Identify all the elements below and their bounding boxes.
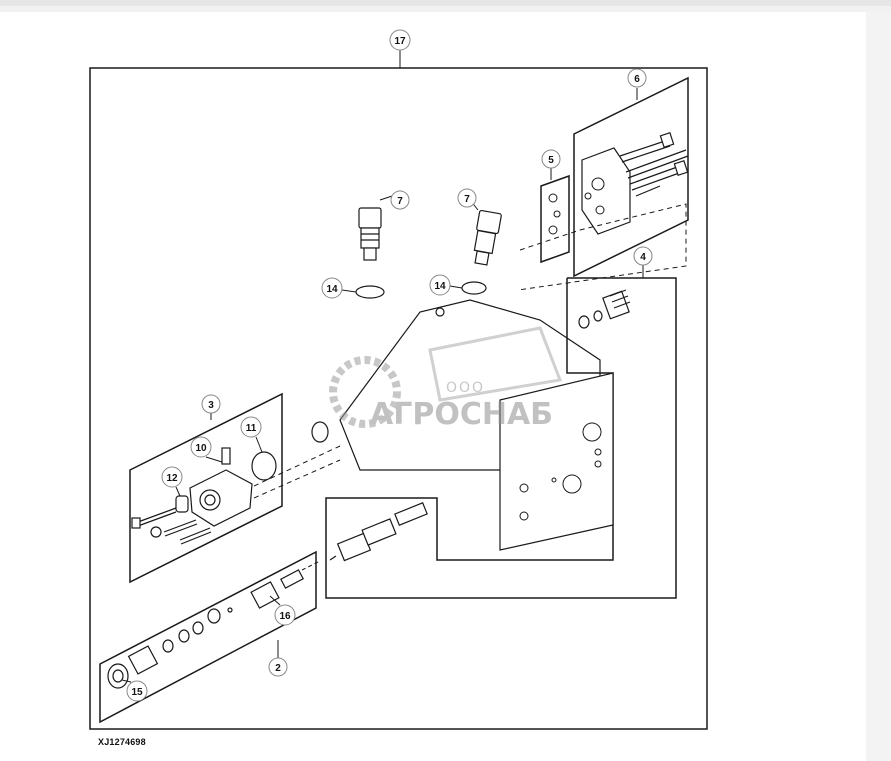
svg-text:10: 10: [195, 443, 207, 454]
svg-text:15: 15: [131, 687, 143, 698]
group-box-2: [99, 550, 317, 724]
page-gutter: [866, 12, 891, 761]
callout-6: 6: [627, 68, 647, 88]
svg-text:4: 4: [640, 252, 646, 263]
top-scroll-strip: [0, 0, 891, 6]
callout-4: 4: [633, 246, 653, 266]
watermark-logo: ООО АГРОСНАБ: [329, 326, 563, 432]
callout-15: 15: [126, 680, 148, 702]
svg-text:3: 3: [208, 400, 214, 411]
watermark-prefix: ООО: [446, 380, 485, 396]
document-sheet: [0, 12, 866, 761]
callout-2: 2: [268, 657, 288, 677]
callout-11: 11: [240, 416, 262, 438]
svg-text:17: 17: [394, 36, 406, 47]
svg-text:14: 14: [434, 281, 446, 292]
svg-text:7: 7: [464, 194, 470, 205]
callout-14b: 14: [429, 274, 451, 296]
svg-text:2: 2: [275, 663, 281, 674]
callout-10: 10: [190, 436, 212, 458]
callout-16: 16: [274, 604, 296, 626]
callout-7b: 7: [457, 188, 477, 208]
callout-7a: 7: [390, 190, 410, 210]
svg-text:11: 11: [246, 423, 257, 434]
group-box-3: [129, 392, 283, 584]
svg-text:16: 16: [279, 611, 291, 622]
group-box-4: [325, 277, 677, 599]
callout-12: 12: [161, 466, 183, 488]
svg-text:12: 12: [166, 473, 178, 484]
svg-text:5: 5: [548, 155, 554, 166]
svg-text:7: 7: [397, 196, 403, 207]
group-box-5: [540, 174, 570, 264]
callout-14a: 14: [321, 277, 343, 299]
svg-text:14: 14: [326, 284, 338, 295]
callout-5: 5: [541, 149, 561, 169]
group-box-6: [573, 76, 689, 278]
callout-3: 3: [201, 394, 221, 414]
assembly-frame: [89, 67, 708, 730]
figure-id-label: XJ1274698: [98, 737, 146, 747]
callout-17: 17: [389, 29, 411, 51]
svg-text:6: 6: [634, 74, 640, 85]
watermark-name: АГРОСНАБ: [370, 397, 553, 432]
